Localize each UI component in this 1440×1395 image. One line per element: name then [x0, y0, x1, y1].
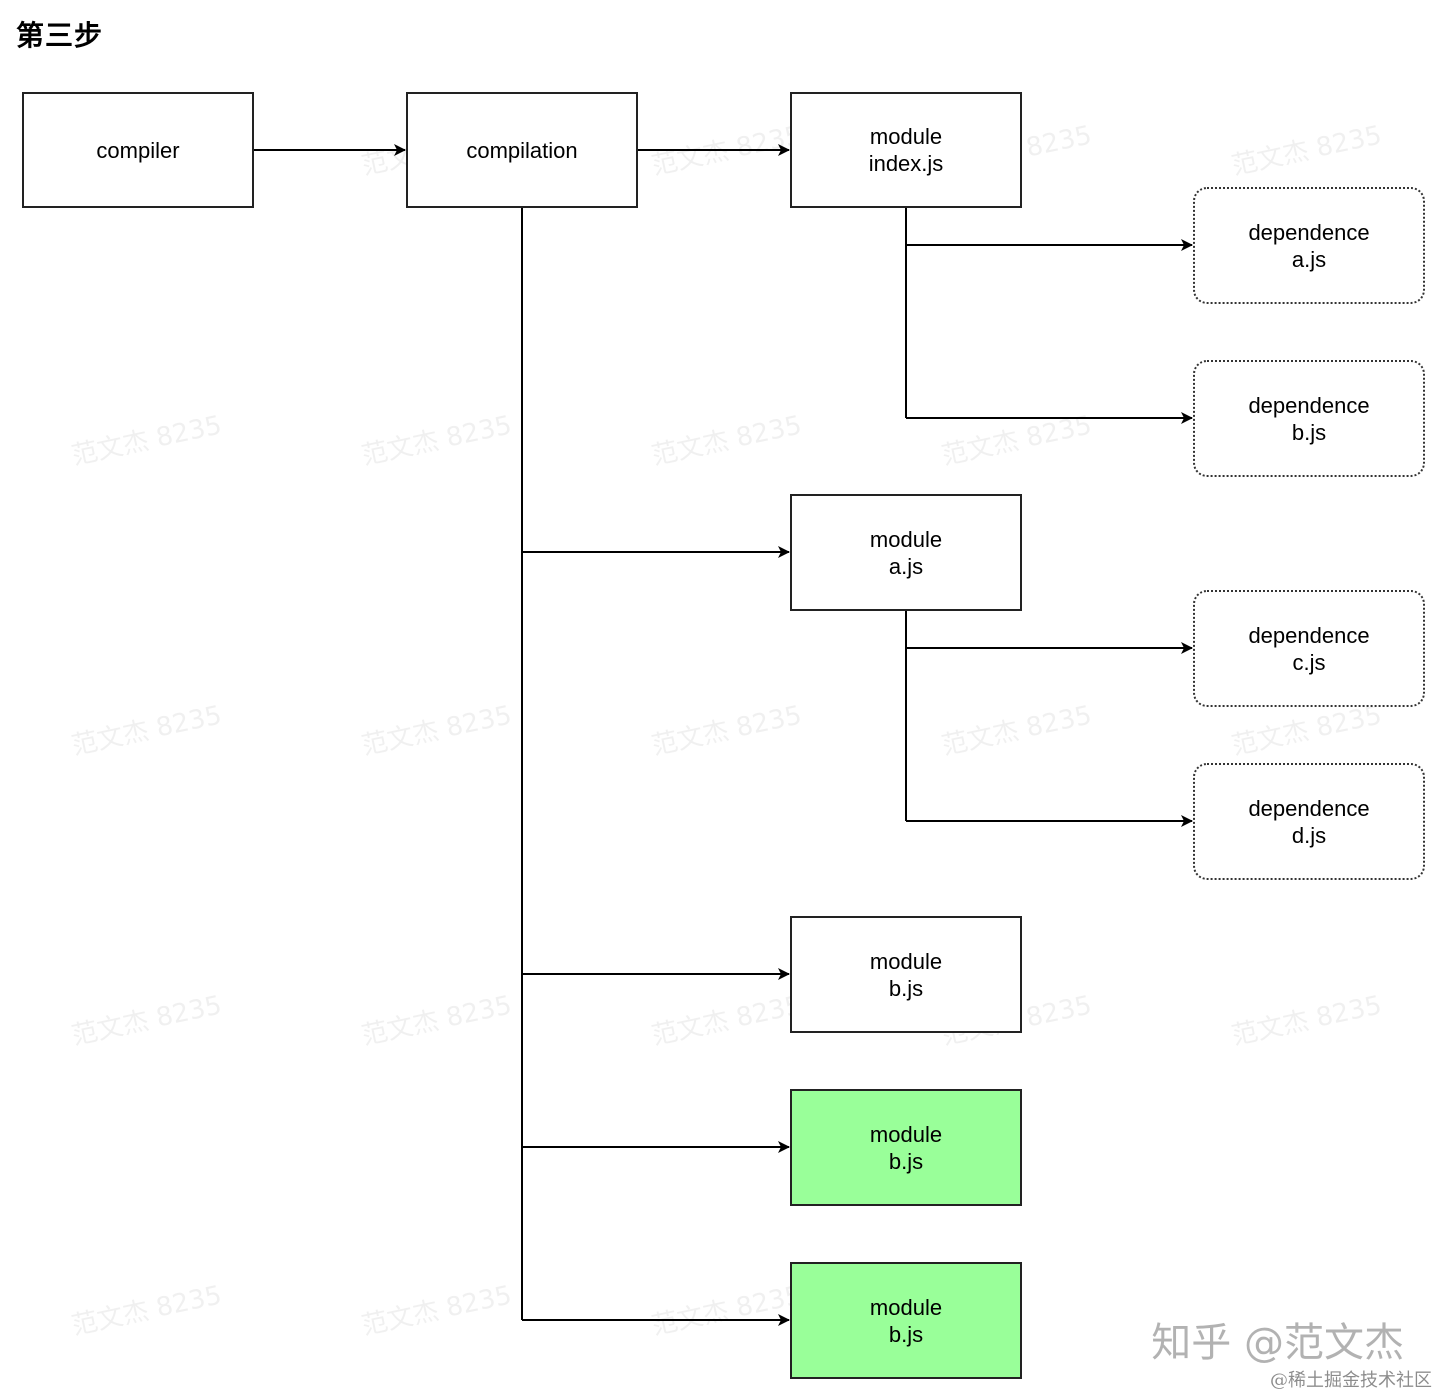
- module-a-file: a.js: [888, 553, 924, 579]
- compiler-node: compiler: [22, 92, 254, 208]
- compiler-label: compiler: [96, 137, 180, 163]
- dependence-b-file: b.js: [1291, 419, 1327, 445]
- module-a-node: module a.js: [790, 494, 1022, 611]
- dependence-a-node: dependence a.js: [1193, 187, 1425, 304]
- module-a-type: module: [869, 526, 943, 552]
- dependence-d-type: dependence: [1248, 795, 1370, 821]
- module-b-type: module: [869, 948, 943, 974]
- module-b-duplicate-type: module: [869, 1121, 943, 1147]
- compilation-label: compilation: [466, 137, 578, 163]
- diagram-heading: 第三步: [16, 19, 104, 52]
- module-b-duplicate-node-2: module b.js: [790, 1262, 1022, 1379]
- dependence-c-file: c.js: [1292, 649, 1326, 675]
- module-index-file: index.js: [868, 151, 944, 176]
- dependence-a-file: a.js: [1291, 246, 1327, 272]
- module-b-duplicate-node: module b.js: [790, 1089, 1022, 1206]
- dependence-c-type: dependence: [1248, 622, 1370, 648]
- dependence-d-node: dependence d.js: [1193, 763, 1425, 880]
- dependence-a-type: dependence: [1248, 219, 1370, 245]
- dependence-b-node: dependence b.js: [1193, 360, 1425, 477]
- module-b-duplicate-2-file: b.js: [888, 1321, 924, 1347]
- module-b-node: module b.js: [790, 916, 1022, 1033]
- dependence-b-type: dependence: [1248, 392, 1370, 418]
- module-b-file: b.js: [888, 975, 924, 1001]
- module-index-type: module: [869, 124, 943, 149]
- dependence-d-file: d.js: [1291, 822, 1327, 848]
- module-b-duplicate-file: b.js: [888, 1148, 924, 1174]
- compilation-node: compilation: [406, 92, 638, 208]
- zhihu-watermark: 知乎 @范文杰: [1151, 1320, 1404, 1366]
- dependence-c-node: dependence c.js: [1193, 590, 1425, 707]
- module-index-node: module index.js: [790, 92, 1022, 208]
- juejin-credit: @稀土掘金技术社区: [1270, 1370, 1432, 1391]
- module-b-duplicate-2-type: module: [869, 1294, 943, 1320]
